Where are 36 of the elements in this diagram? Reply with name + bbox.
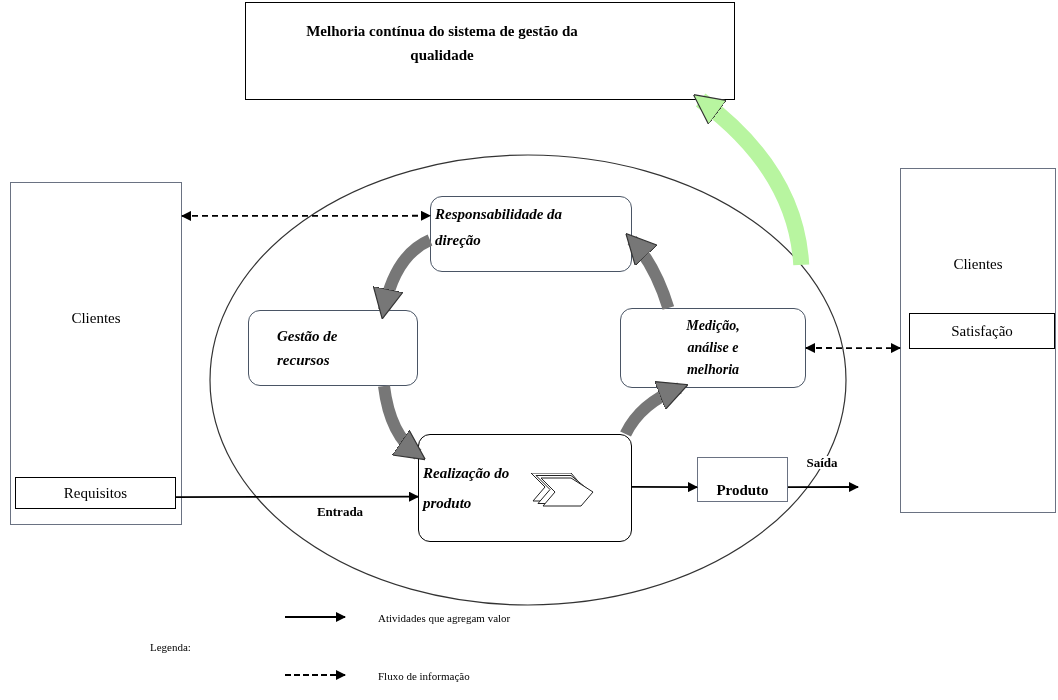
client-box [10,182,182,525]
edge-label: Saída [804,456,840,469]
node-text: Clientes [71,309,121,328]
legend-heading: Legenda: [150,640,191,655]
block-arrow [378,385,426,461]
node-text: Medição, análise e melhoria [685,317,741,379]
legend-text: Atividades que agregam valor [378,611,511,626]
node-text: Gestão de recursos [277,327,339,370]
process-box [418,434,632,542]
block-arrow [625,232,675,310]
block-arrow [693,93,810,266]
arrow [181,210,431,221]
satisfaction-box [909,313,1055,349]
node-text: Realização do produto [423,464,511,513]
legend-text: Fluxo de informação [378,669,470,684]
block-arrow [620,381,689,437]
node-text: Requisitos [63,483,128,503]
process-box [248,310,418,386]
requirement-box [15,477,176,509]
arrow [174,491,419,502]
process-box [620,308,806,388]
text-box [245,2,735,100]
arrow [787,482,859,492]
arrow [631,482,698,493]
node-text: Clientes [953,255,1003,274]
process-box [430,196,632,272]
node-text: Melhoria contínua do sistema de gestão da qualidade [305,22,579,65]
product-box [697,457,788,502]
node-text: Responsabilidade da direção [435,205,564,250]
client-box [900,168,1056,513]
arrow [805,343,901,354]
block-arrow [373,234,433,320]
edge-label: Entrada [314,505,366,518]
node-text: Satisfação [951,321,1013,341]
ellipse-shape [210,155,846,605]
node-text: Produto [716,480,769,500]
